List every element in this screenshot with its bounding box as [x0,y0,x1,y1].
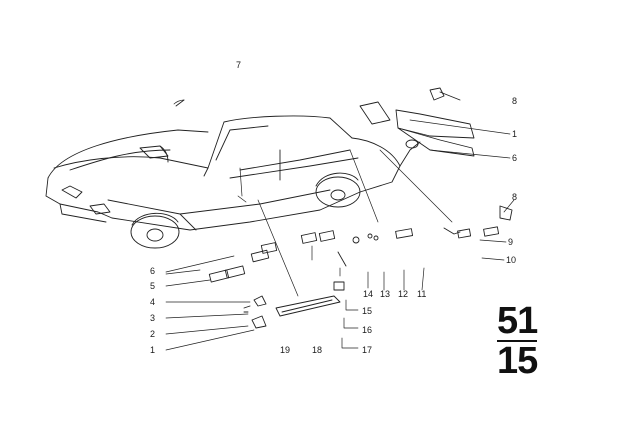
callout-18: 18 [312,345,323,355]
group-divider [497,340,537,342]
callout-2: 2 [150,329,156,339]
callout-7: 7 [236,60,242,70]
car-body [45,99,421,231]
callout-8-top: 8 [512,96,518,106]
rear-wheel [315,172,361,208]
clip-part-8-top [429,87,461,101]
group-number-bottom: 15 [497,340,538,382]
callout-4: 4 [150,297,156,307]
callout-10: 10 [506,255,517,265]
callout-19: 19 [280,345,291,355]
callout-1-top: 1 [512,129,518,139]
callout-17: 17 [362,345,373,355]
trim-strip-parts [208,205,513,329]
callout-6-top: 6 [512,153,518,163]
callout-3: 3 [150,313,156,323]
callout-6-left: 6 [150,266,156,276]
callout-16: 16 [362,325,373,335]
callout-14: 14 [363,289,374,299]
callout-8-right: 8 [512,192,518,202]
callout-5: 5 [150,281,156,291]
callout-9: 9 [508,237,514,247]
callout-1-left: 1 [150,345,156,355]
callout-12: 12 [398,289,409,299]
front-wheel [130,212,180,249]
callout-13: 13 [380,289,391,299]
group-number-top: 51 [497,300,538,342]
callout-11: 11 [417,289,427,299]
callout-15: 15 [362,306,373,316]
leader-lines [165,99,515,351]
rear-trim-panel [359,101,475,157]
